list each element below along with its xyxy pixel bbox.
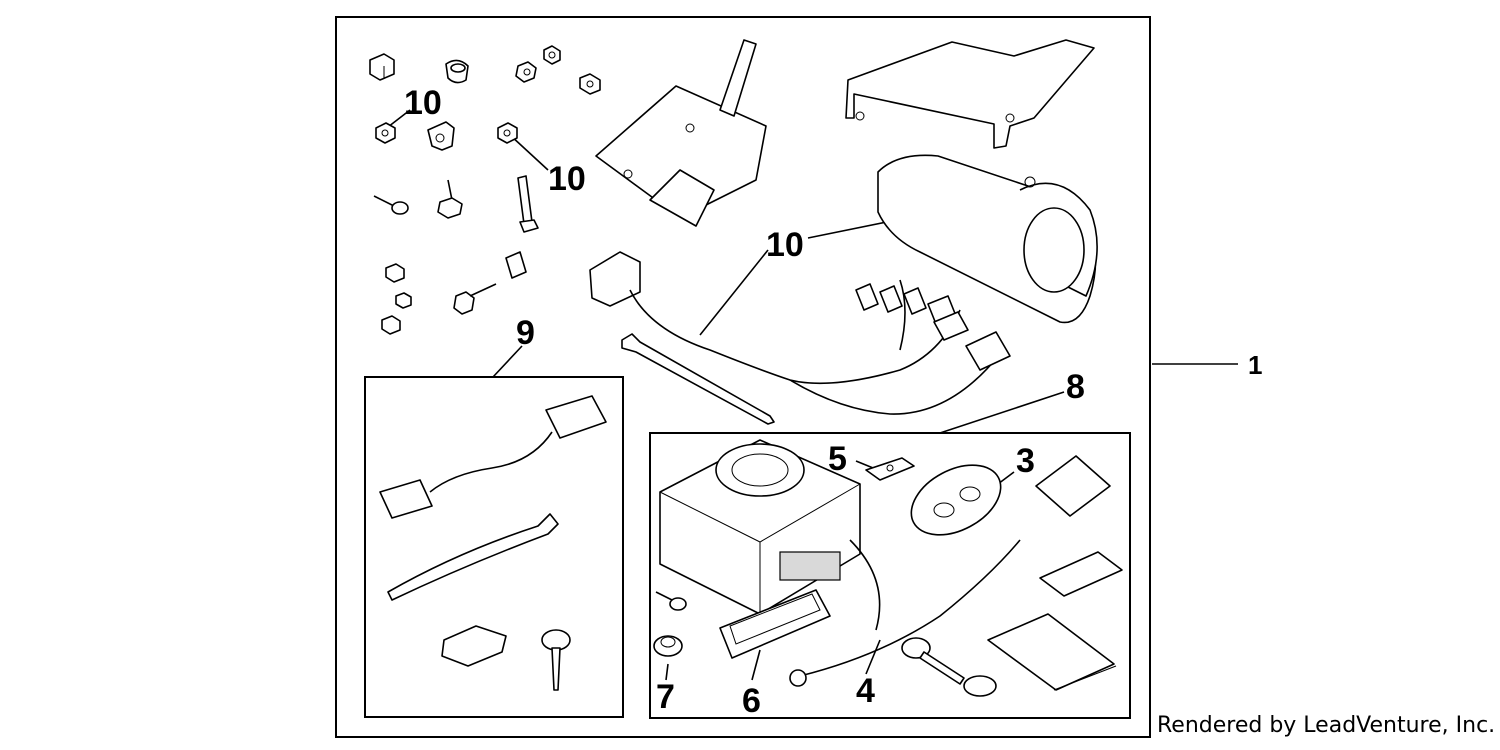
screw-7a (655, 591, 687, 611)
mounting-bracket (595, 39, 767, 227)
antenna-cable (849, 539, 881, 631)
callout-3: 3 (1016, 442, 1035, 480)
hardware-nut-e (395, 292, 412, 309)
hardware-nut-10a (375, 122, 396, 144)
control-module (659, 439, 861, 615)
leader-10b (509, 134, 549, 171)
clip-5 (865, 457, 915, 481)
owner-manual (987, 613, 1117, 691)
remote-transmitter-3 (910, 464, 1002, 536)
label-sticker (1039, 551, 1123, 597)
callout-5: 5 (828, 440, 847, 478)
mounting-pad-6 (719, 589, 831, 659)
hardware-spacer (505, 251, 527, 279)
leader-9 (492, 345, 523, 378)
leader-6 (751, 649, 761, 681)
subkit-9-screw (541, 629, 571, 691)
hardware-grommet (445, 59, 469, 84)
hardware-nut-a (515, 61, 537, 83)
callout-7: 7 (656, 678, 675, 716)
callout-9: 9 (516, 314, 535, 352)
hardware-clip (369, 53, 395, 81)
hardware-bracket-small (427, 121, 455, 151)
hardware-screw-a (373, 195, 409, 215)
wire-harness (589, 251, 1011, 415)
leader-4 (865, 639, 881, 675)
callout-8: 8 (1066, 368, 1085, 406)
grommet-7 (653, 635, 683, 657)
hardware-nut-10b (497, 122, 518, 144)
kit-frame (335, 16, 1151, 738)
callout-10a: 10 (404, 84, 442, 122)
subkit-8-frame (649, 432, 1131, 719)
hardware-bolt-long (517, 175, 539, 233)
credit-text: Rendered by LeadVenture, Inc. (1157, 713, 1495, 738)
leader-7 (665, 663, 669, 681)
led-cable-4 (789, 539, 1021, 687)
cable-tie (621, 333, 775, 425)
siren-unit (877, 154, 1098, 324)
hardware-nut-b (543, 45, 561, 65)
callout-6: 6 (742, 682, 761, 720)
hardware-nut-f (381, 315, 401, 335)
callout-4: 4 (856, 672, 875, 710)
hardware-bolt-b (453, 283, 497, 315)
leader-8 (939, 391, 1065, 434)
hardware-nut-d (385, 263, 405, 283)
subkit-9-connector-cable (379, 395, 607, 519)
callout-1: 1 (1248, 350, 1262, 380)
hardware-nut-c (579, 73, 601, 95)
callout-10c: 10 (766, 226, 804, 264)
subkit-9-cable-tie (387, 513, 559, 601)
leader-10a (387, 109, 411, 128)
key-tag (901, 637, 997, 697)
callout-10b: 10 (548, 160, 586, 198)
upper-bracket (845, 39, 1095, 149)
hardware-screw-b (437, 179, 463, 219)
subkit-9-clip (441, 625, 507, 667)
manual-card (1035, 455, 1111, 517)
leader-10c (699, 249, 769, 336)
